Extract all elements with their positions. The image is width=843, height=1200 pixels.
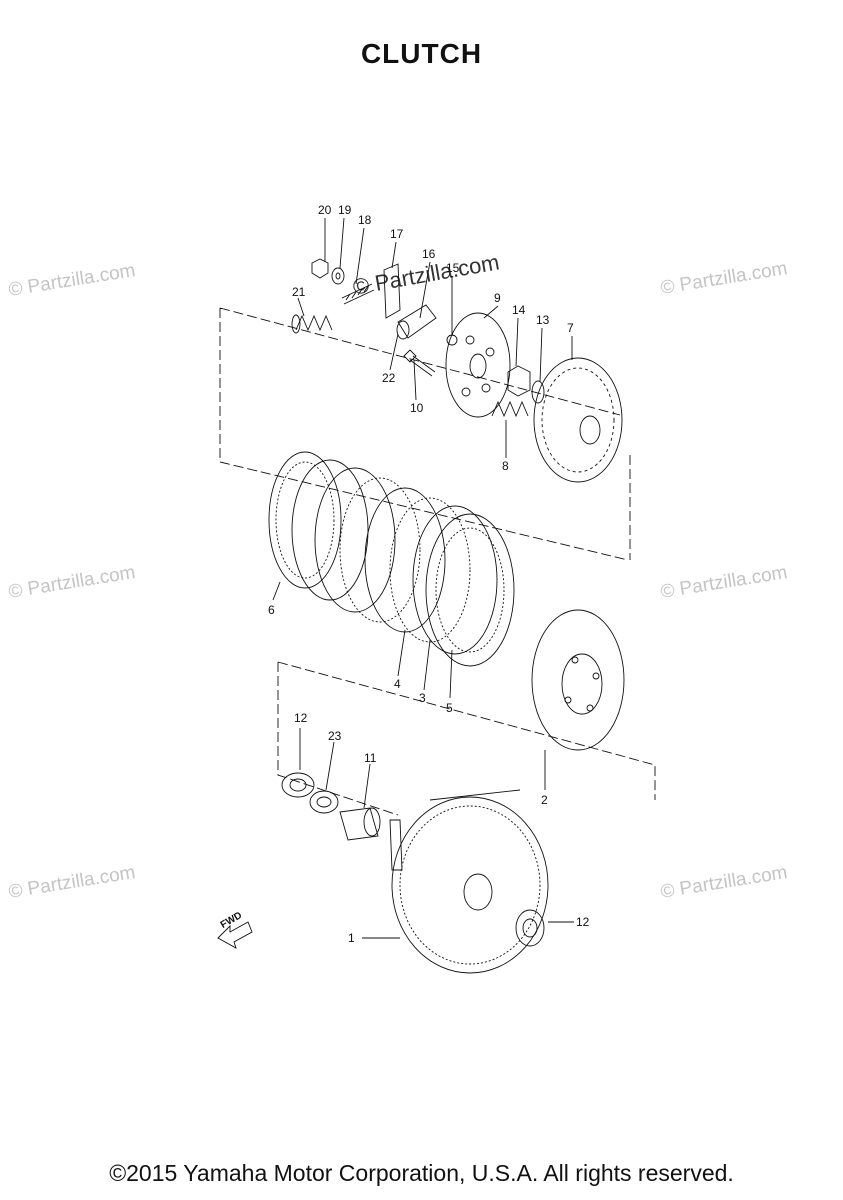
part-number: 10 bbox=[410, 401, 424, 415]
nut-14 bbox=[507, 365, 531, 397]
copyright-notice: ©2015 Yamaha Motor Corporation, U.S.A. A… bbox=[109, 1160, 734, 1186]
screw-18 bbox=[341, 283, 375, 305]
part-number: 8 bbox=[502, 459, 509, 473]
pressure-plate-9 bbox=[445, 312, 511, 418]
part-number: 12 bbox=[294, 711, 308, 725]
part-number: 20 bbox=[318, 203, 332, 217]
part-number: 12 bbox=[576, 915, 590, 929]
part-number: 13 bbox=[536, 313, 550, 327]
part-number: 11 bbox=[364, 751, 377, 765]
leader-lines bbox=[272, 217, 574, 939]
lever-17 bbox=[383, 263, 401, 319]
clutch-plate-stack bbox=[291, 459, 515, 667]
part-number: 18 bbox=[358, 213, 372, 227]
bolt-10 bbox=[403, 349, 436, 377]
part-number: 23 bbox=[328, 729, 342, 743]
thrust-washer-12-right bbox=[515, 909, 545, 947]
part-number: 3 bbox=[419, 691, 426, 705]
part-number: 4 bbox=[394, 677, 401, 691]
nut-20 bbox=[311, 258, 329, 279]
part-number: 21 bbox=[292, 285, 306, 299]
assembly-line-upper bbox=[219, 307, 631, 561]
spring-8 bbox=[491, 400, 529, 418]
spring-21 bbox=[291, 314, 333, 334]
part-number: 17 bbox=[390, 227, 404, 241]
washer-19 bbox=[331, 267, 345, 285]
thrust-washer-12-left bbox=[281, 772, 315, 798]
part-number: 19 bbox=[338, 203, 352, 217]
assembly-line-lower bbox=[277, 661, 656, 816]
part-number: 15 bbox=[446, 261, 460, 275]
part-number: 1 bbox=[348, 931, 355, 945]
part-number: 22 bbox=[382, 371, 396, 385]
part-number: 6 bbox=[268, 603, 275, 617]
part-number: 9 bbox=[494, 291, 501, 305]
part-number: 16 bbox=[422, 247, 436, 261]
diagram-title: CLUTCH bbox=[360, 38, 483, 69]
spacer-11 bbox=[339, 807, 381, 841]
part-number: 5 bbox=[446, 701, 453, 715]
washer-23 bbox=[309, 790, 339, 814]
part-number: 2 bbox=[541, 793, 548, 807]
part-number: 14 bbox=[512, 303, 526, 317]
fwd-arrow-icon bbox=[217, 921, 253, 949]
push-rod-16 bbox=[396, 304, 437, 340]
pressure-plate-2 bbox=[531, 609, 625, 751]
clutch-boss-7 bbox=[533, 357, 623, 483]
part-number: 7 bbox=[567, 321, 574, 335]
primary-driven-gear-1 bbox=[389, 789, 549, 974]
friction-plate-6 bbox=[268, 451, 342, 589]
washer-13 bbox=[531, 380, 545, 404]
